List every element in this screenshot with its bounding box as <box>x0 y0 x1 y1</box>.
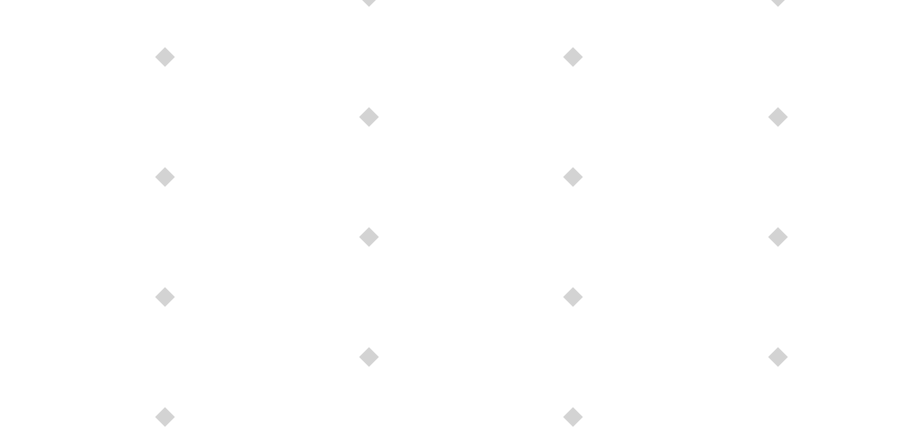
diamond-icon <box>768 227 788 247</box>
diamond-icon <box>768 347 788 367</box>
diamond-icon <box>563 167 583 187</box>
diamond-icon <box>768 107 788 127</box>
diamond-icon <box>768 0 788 7</box>
diamond-icon <box>359 347 379 367</box>
diamond-icon <box>155 407 175 427</box>
diamond-icon <box>359 0 379 7</box>
diamond-icon <box>563 47 583 67</box>
diamond-icon <box>359 227 379 247</box>
diamond-icon <box>155 287 175 307</box>
diamond-icon <box>155 47 175 67</box>
diamond-icon <box>563 407 583 427</box>
diamond-icon <box>563 287 583 307</box>
diamond-icon <box>155 167 175 187</box>
diamond-icon <box>359 107 379 127</box>
